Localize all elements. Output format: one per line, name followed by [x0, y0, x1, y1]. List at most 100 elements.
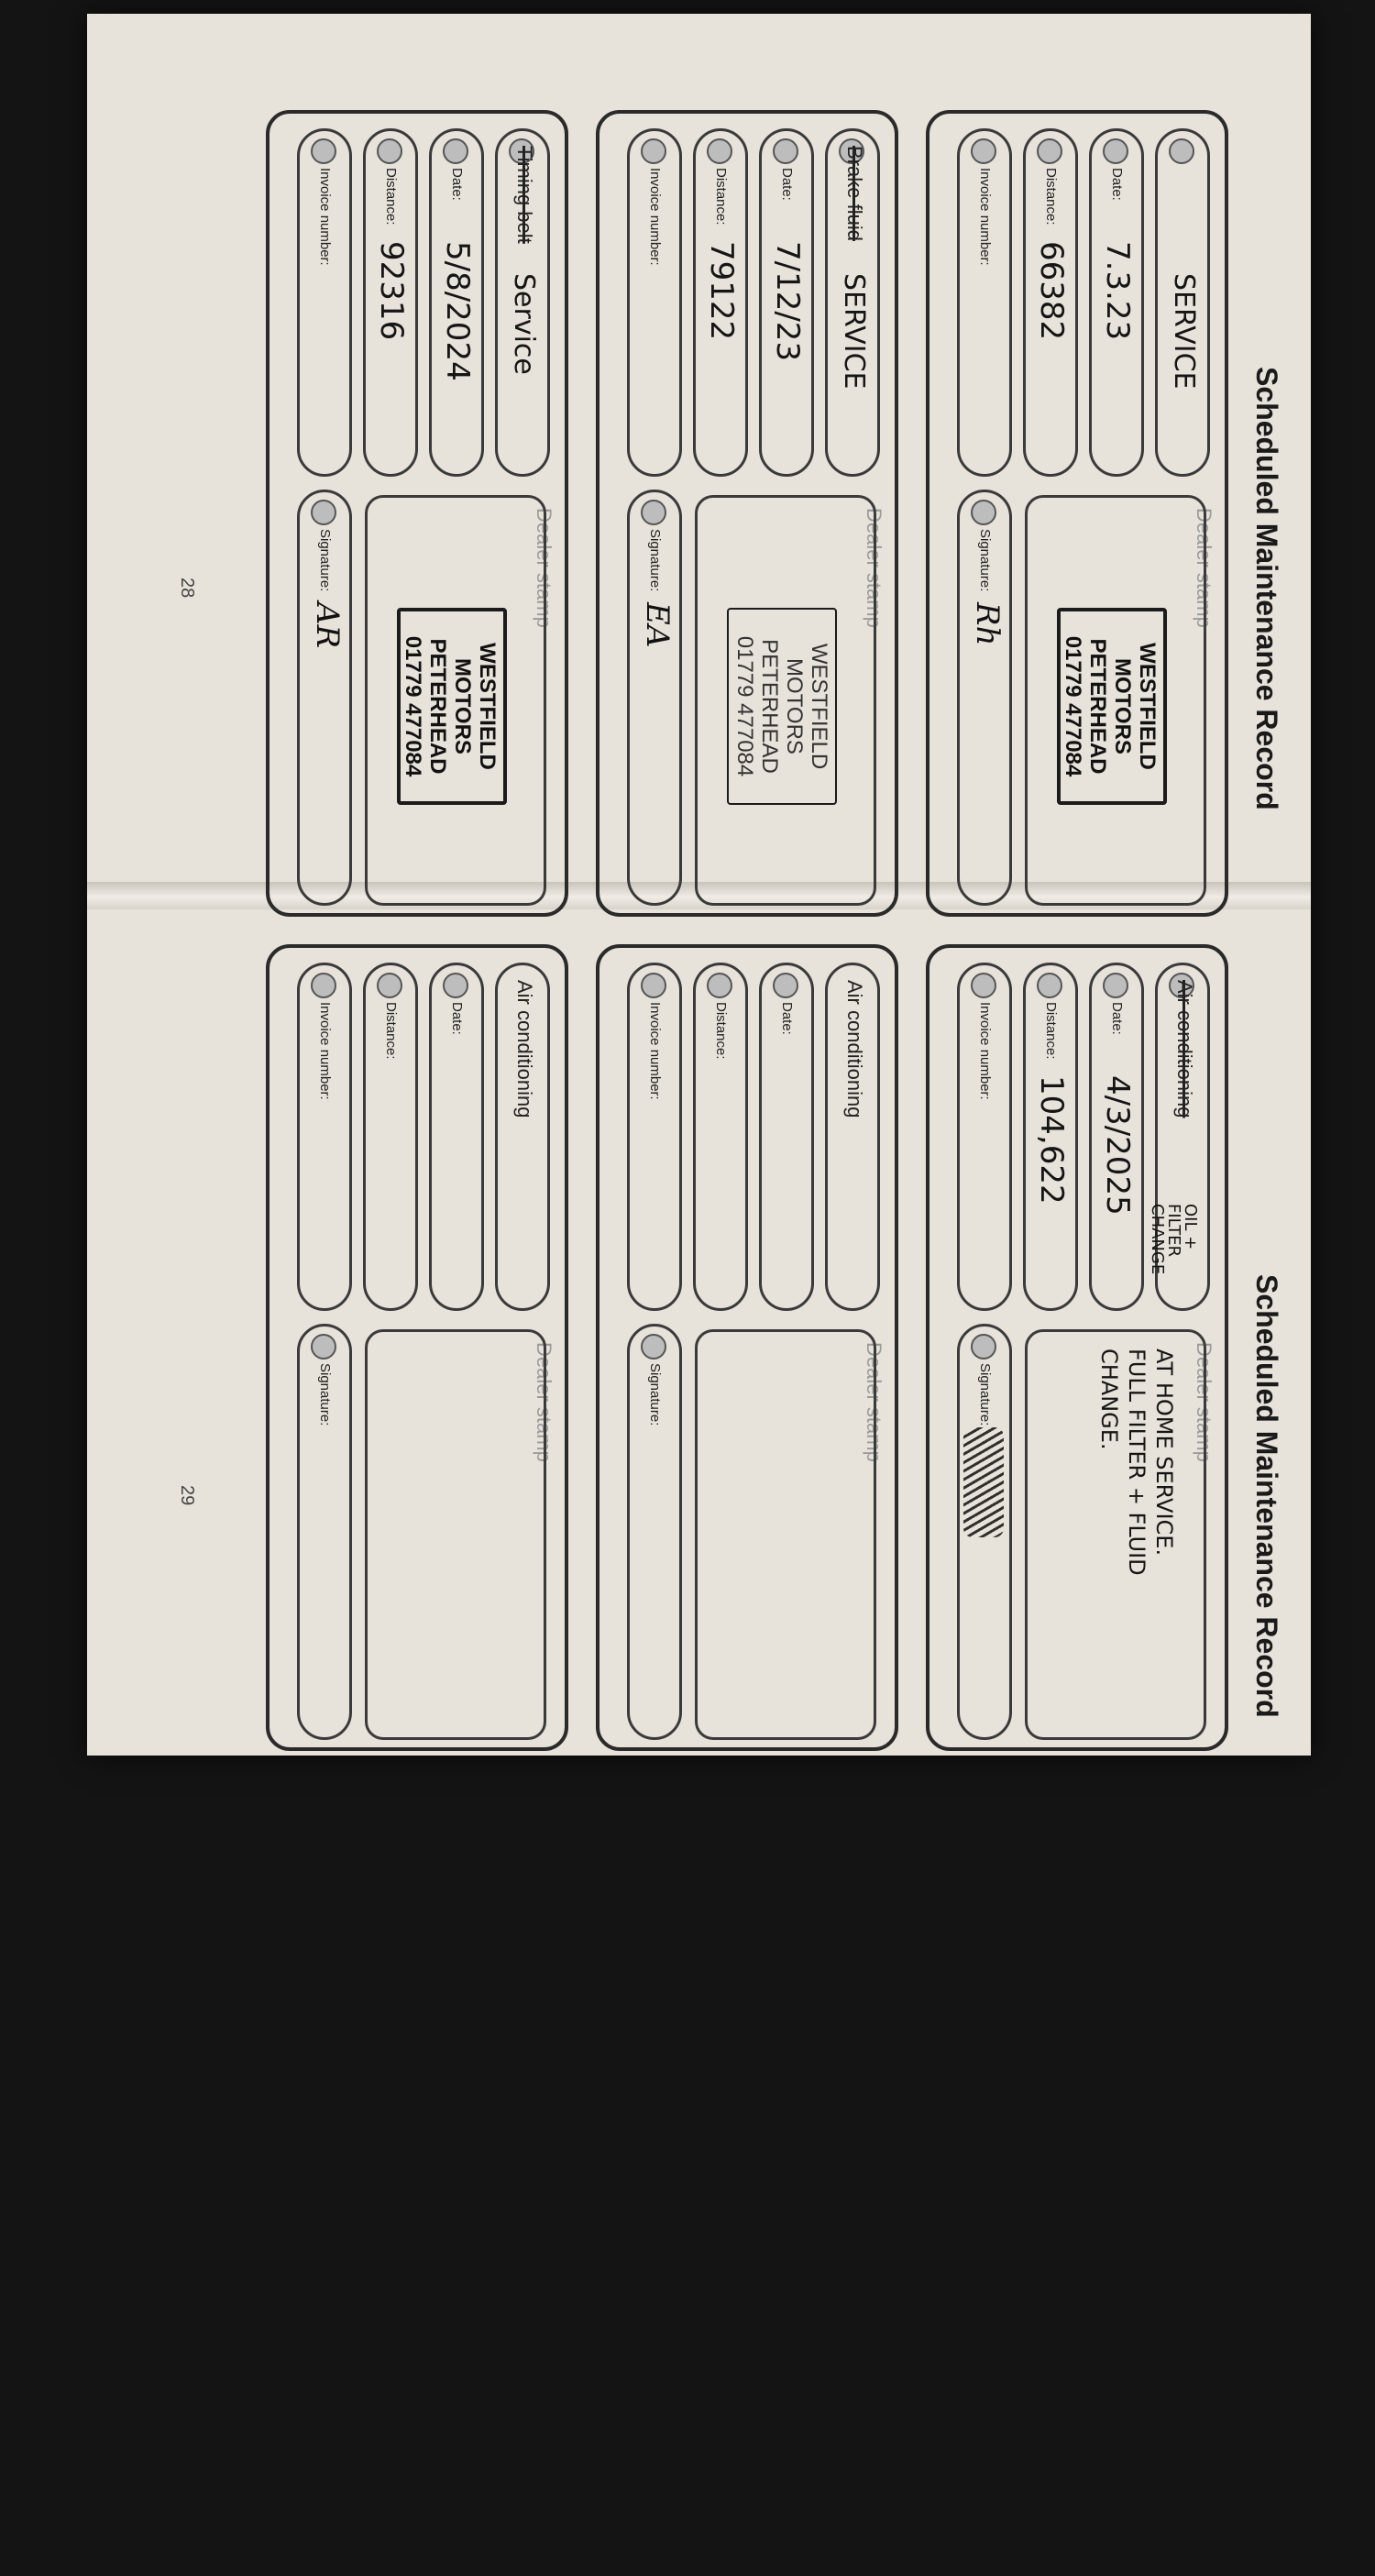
invoice-row[interactable]: Invoice number: [957, 128, 1012, 477]
dealer-stamp-box: WESTFIELD MOTORS PETERHEAD 01779 477084 [695, 495, 876, 906]
page-number: 28 [177, 578, 197, 599]
checkbox-icon[interactable] [1037, 973, 1062, 998]
distance-row[interactable]: Distance: 92316 [363, 128, 418, 477]
checkbox-icon[interactable] [971, 973, 996, 998]
signature-row[interactable]: Signature: EA [627, 490, 682, 906]
checkbox-icon[interactable] [311, 500, 336, 525]
checkbox-icon[interactable] [773, 973, 798, 998]
type-row[interactable]: Air conditioning [825, 963, 880, 1311]
date-row[interactable]: Date: [759, 963, 814, 1311]
distance-row[interactable]: Distance: [693, 963, 748, 1311]
checkbox-icon[interactable] [1103, 138, 1128, 164]
handwritten-note: AT HOME SERVICE. FULL FILTER + FLUID CHA… [1096, 1349, 1177, 1576]
signature-label: Signature: [977, 1363, 993, 1426]
checkbox-icon[interactable] [1169, 138, 1194, 164]
dealer-stamp: WESTFIELD MOTORS PETERHEAD 01779 477084 [1057, 608, 1167, 805]
date-value: 7/12/23 [769, 241, 806, 362]
type-row[interactable]: Air conditioning [495, 963, 550, 1311]
distance-row[interactable]: Distance: 104,622 [1023, 963, 1078, 1311]
distance-row[interactable]: Distance: [363, 963, 418, 1311]
distance-value: 66382 [1033, 241, 1070, 341]
signature-mark: EA [639, 602, 676, 648]
date-row[interactable]: Date: 4/3/2025 [1089, 963, 1144, 1311]
signature-label: Signature: [317, 1363, 333, 1426]
distance-row[interactable]: Distance: 79122 [693, 128, 748, 477]
date-value: 5/8/2024 [439, 241, 476, 381]
signature-mark: Rh [969, 602, 1006, 646]
distance-label: Distance: [383, 1002, 399, 1060]
printed-service-type: Air conditioning [843, 980, 866, 1118]
handwritten-service-type: SERVICE [1168, 273, 1200, 390]
checkbox-icon[interactable] [311, 138, 336, 164]
signature-label: Signature: [317, 529, 333, 592]
checkbox-icon[interactable] [707, 973, 732, 998]
distance-label: Distance: [383, 168, 399, 226]
date-row[interactable]: Date: 7.3.23 [1089, 128, 1144, 477]
checkbox-icon[interactable] [443, 973, 468, 998]
printed-service-type: Air conditioning [1173, 980, 1196, 1118]
dealer-stamp-box: WESTFIELD MOTORS PETERHEAD 01779 477084 [365, 495, 546, 906]
date-value: 4/3/2025 [1099, 1075, 1136, 1216]
type-row[interactable]: Brake fluid SERVICE [825, 128, 880, 477]
date-label: Date: [779, 168, 795, 201]
signature-row[interactable]: Signature: [957, 1324, 1012, 1740]
checkbox-icon[interactable] [1037, 138, 1062, 164]
date-label: Date: [449, 168, 465, 201]
checkbox-icon[interactable] [443, 138, 468, 164]
checkbox-icon[interactable] [641, 500, 666, 525]
invoice-label: Invoice number: [977, 1002, 993, 1100]
signature-row[interactable]: Signature: AR [297, 490, 352, 906]
invoice-row[interactable]: Invoice number: [297, 128, 352, 477]
invoice-label: Invoice number: [317, 168, 333, 266]
dealer-stamp-box [365, 1329, 546, 1740]
handwritten-service-type: Service [508, 273, 540, 375]
signature-row[interactable]: Signature: Rh [957, 490, 1012, 906]
checkbox-icon[interactable] [377, 138, 402, 164]
record-card-3: Air conditioning Date: Distance: Invoice… [266, 944, 568, 1751]
distance-row[interactable]: Distance: 66382 [1023, 128, 1078, 477]
checkbox-icon[interactable] [707, 138, 732, 164]
checkbox-icon[interactable] [971, 138, 996, 164]
date-label: Date: [1109, 168, 1125, 201]
checkbox-icon[interactable] [641, 1334, 666, 1360]
dealer-stamp: WESTFIELD MOTORS PETERHEAD 01779 477084 [397, 608, 507, 805]
dealer-stamp: WESTFIELD MOTORS PETERHEAD 01779 477084 [727, 608, 837, 805]
checkbox-icon[interactable] [641, 973, 666, 998]
record-card-1: Air conditioning OIL + FILTER CHANGE Dat… [926, 944, 1228, 1751]
signature-mark: AR [309, 602, 346, 649]
type-row[interactable]: Air conditioning OIL + FILTER CHANGE [1148, 963, 1210, 1311]
checkbox-icon[interactable] [641, 138, 666, 164]
date-row[interactable]: Date: 7/12/23 [759, 128, 814, 477]
checkbox-icon[interactable] [971, 1334, 996, 1360]
page-number: 29 [177, 1485, 197, 1506]
checkbox-icon[interactable] [1103, 973, 1128, 998]
date-label: Date: [779, 1002, 795, 1035]
signature-row[interactable]: Signature: [627, 1324, 682, 1740]
invoice-row[interactable]: Invoice number: [627, 963, 682, 1311]
date-label: Date: [449, 1002, 465, 1035]
type-row[interactable]: SERVICE [1155, 128, 1210, 477]
type-row[interactable]: Timing belt Service [495, 128, 550, 477]
invoice-row[interactable]: Invoice number: [297, 963, 352, 1311]
invoice-row[interactable]: Invoice number: [957, 963, 1012, 1311]
checkbox-icon[interactable] [971, 500, 996, 525]
date-row[interactable]: Date: [429, 963, 484, 1311]
page-title: Scheduled Maintenance Record [1250, 1274, 1283, 1718]
distance-label: Distance: [713, 1002, 729, 1060]
checkbox-icon[interactable] [377, 973, 402, 998]
invoice-label: Invoice number: [317, 1002, 333, 1100]
date-label: Date: [1109, 1002, 1125, 1035]
invoice-row[interactable]: Invoice number: [627, 128, 682, 477]
page-title: Scheduled Maintenance Record [1250, 367, 1283, 810]
checkbox-icon[interactable] [311, 1334, 336, 1360]
date-row[interactable]: Date: 5/8/2024 [429, 128, 484, 477]
checkbox-icon[interactable] [311, 973, 336, 998]
signature-row[interactable]: Signature: [297, 1324, 352, 1740]
distance-value: 79122 [703, 241, 740, 341]
record-card-3: Timing belt Service Date: 5/8/2024 Dista… [266, 110, 568, 917]
booklet-spine [87, 882, 1311, 909]
handwritten-service-type: OIL + FILTER CHANGE [1148, 1204, 1200, 1275]
dealer-stamp-box: AT HOME SERVICE. FULL FILTER + FLUID CHA… [1025, 1329, 1206, 1740]
distance-label: Distance: [713, 168, 729, 226]
checkbox-icon[interactable] [773, 138, 798, 164]
